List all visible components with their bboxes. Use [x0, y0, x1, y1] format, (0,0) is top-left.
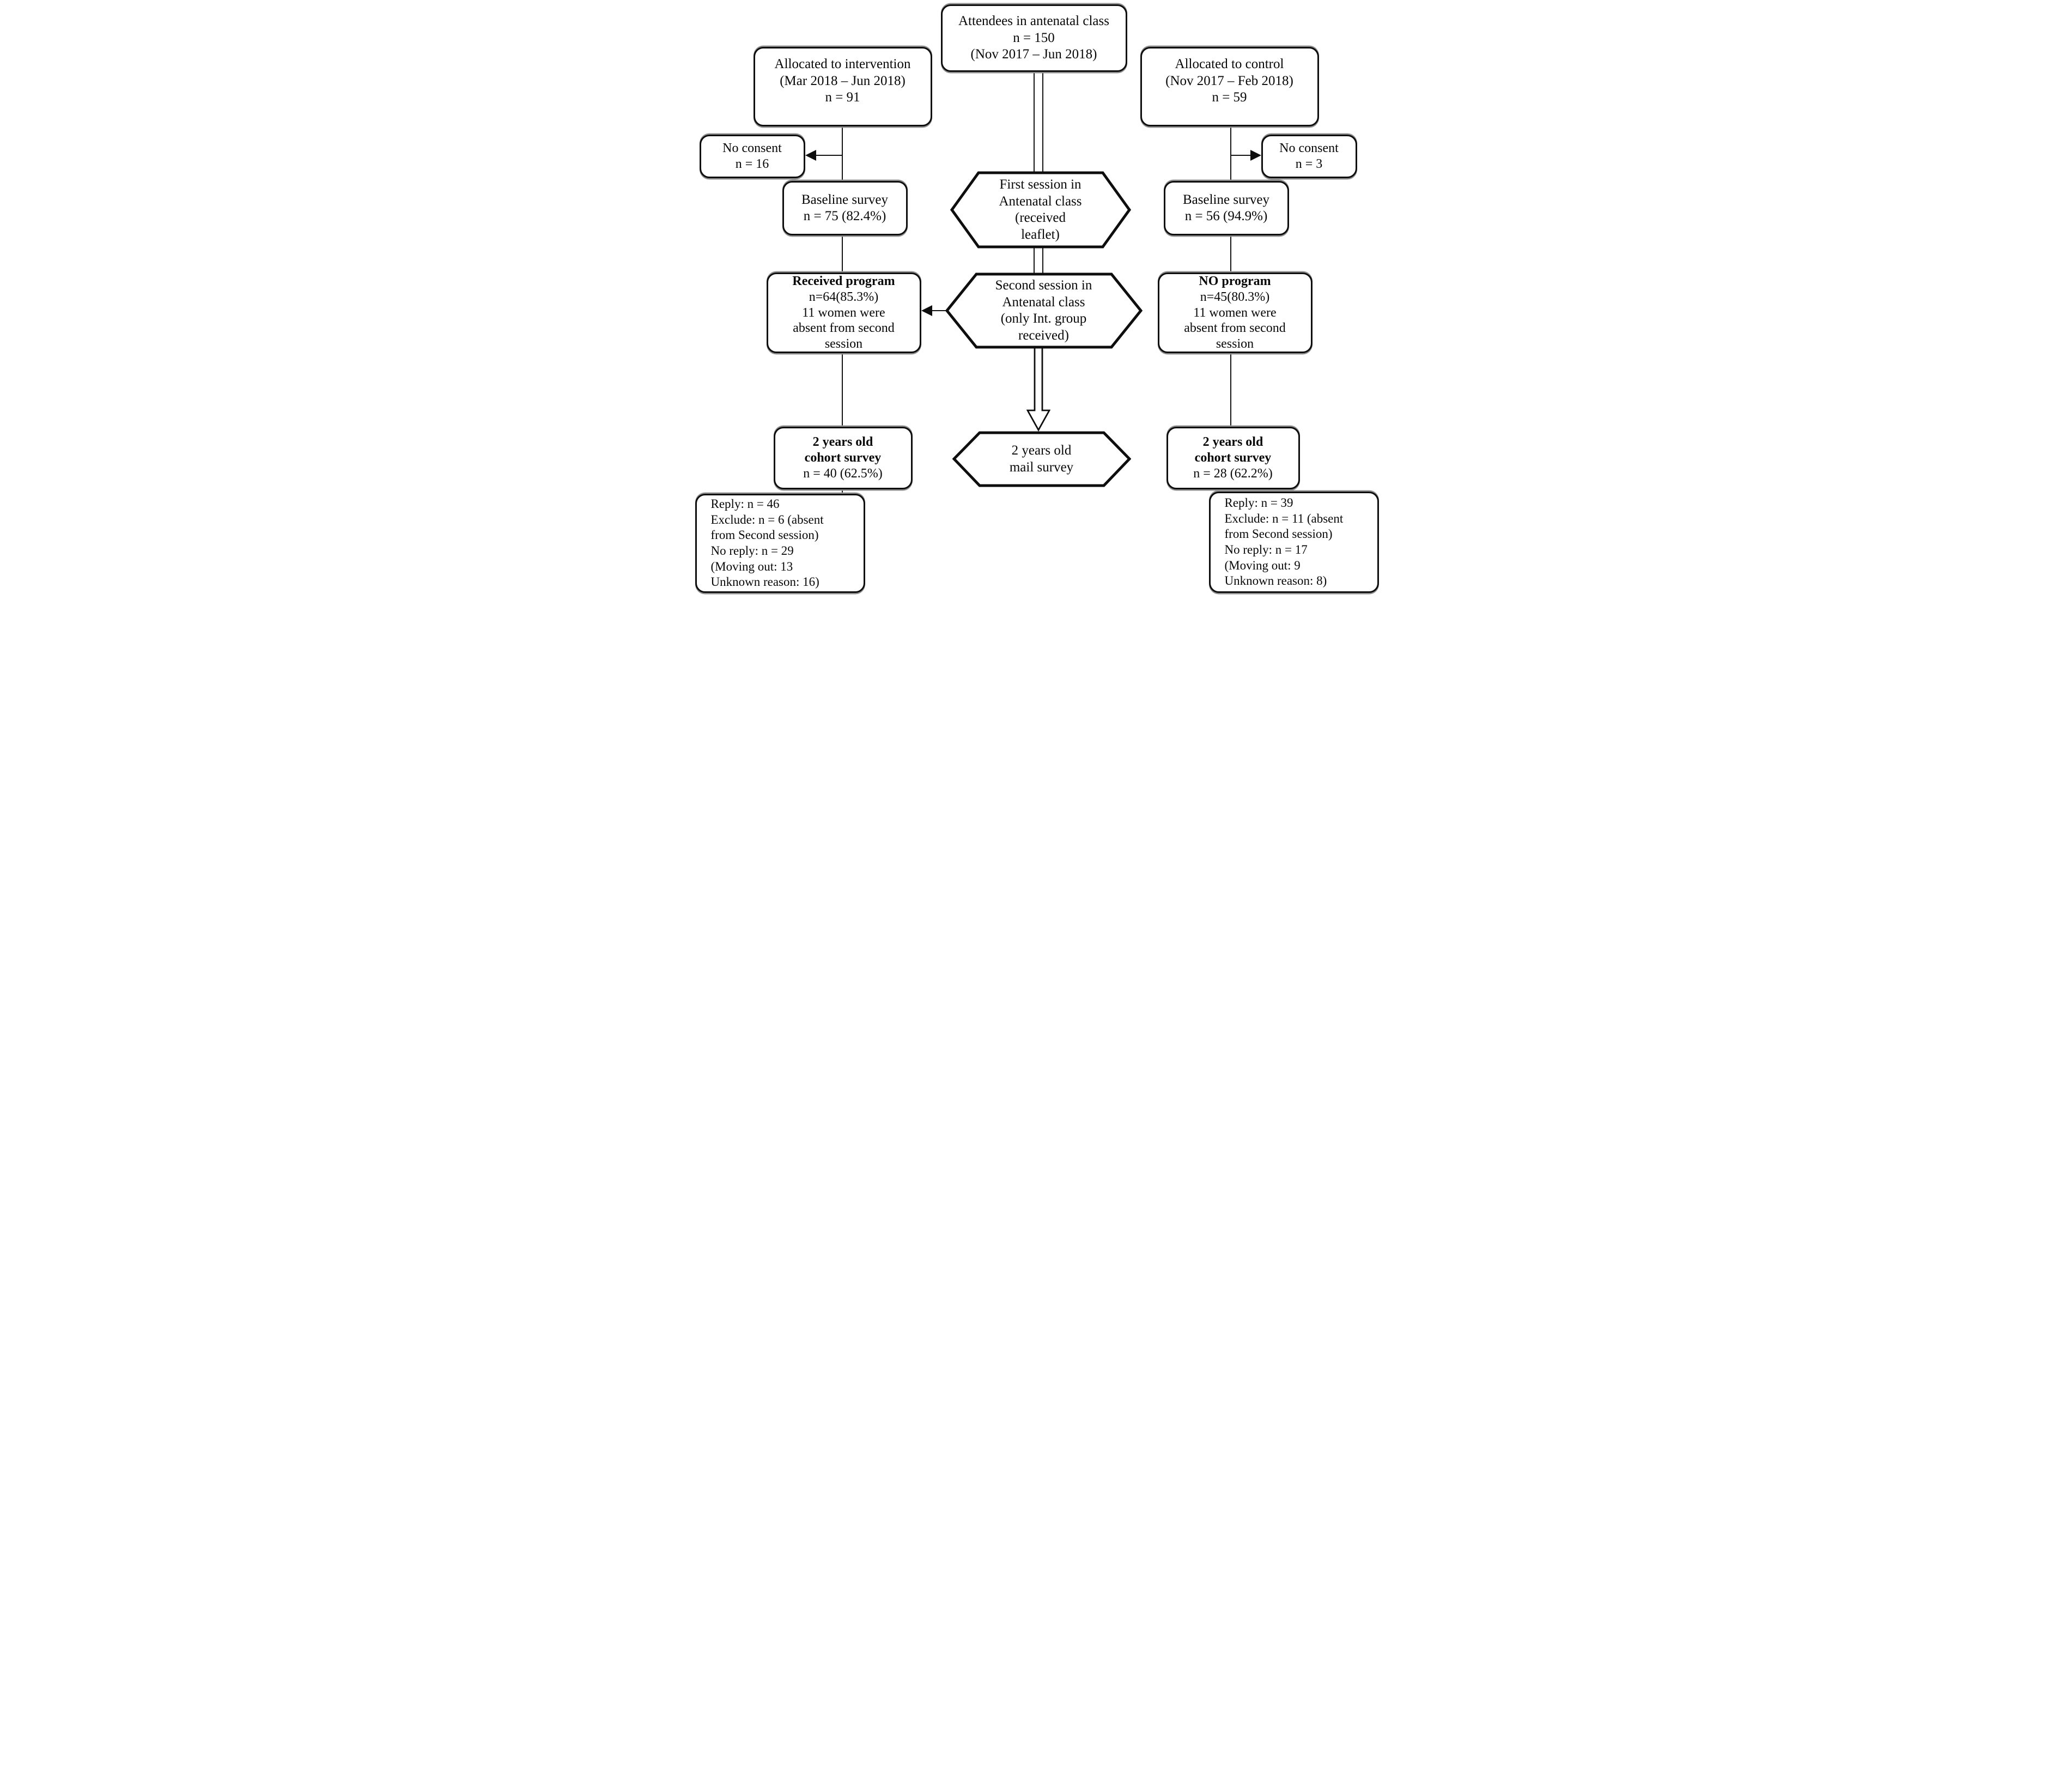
allocated-intervention-box: Allocated to intervention (Mar 2018 – Ju… [753, 47, 932, 126]
connector-intervention-allocated-to-baseline [841, 125, 843, 182]
baseline-intervention-text: Baseline survey n = 75 (82.4%) [801, 192, 888, 224]
connector-intervention-cohort-to-outcome [841, 488, 843, 495]
hexagon-shape [945, 272, 1143, 349]
second-session-to-program-line [931, 310, 946, 311]
baseline-intervention-box: Baseline survey n = 75 (82.4%) [782, 181, 908, 235]
connector-control-allocated-to-baseline [1230, 125, 1231, 182]
connector-first-to-second-session [1033, 246, 1043, 274]
first-session-hexagon: First session in Antenatal class (receiv… [950, 171, 1131, 249]
allocated-intervention-text: Allocated to intervention (Mar 2018 – Ju… [774, 57, 911, 105]
received-program-title: Received program [792, 274, 895, 289]
first-session-text: First session in Antenatal class (receiv… [999, 177, 1082, 242]
allocated-control-box: Allocated to control (Nov 2017 – Feb 201… [1140, 47, 1319, 126]
cohort-intervention-title: 2 years old cohort survey [804, 435, 882, 465]
no-consent-control-box: No consent n = 3 [1261, 135, 1357, 178]
cohort-control-box: 2 years old cohort survey n = 28 (62.2%) [1166, 427, 1300, 489]
cohort-intervention-box: 2 years old cohort survey n = 40 (62.5%) [773, 427, 913, 489]
no-program-detail: n=45(80.3%) 11 women were absent from se… [1184, 289, 1286, 352]
no-consent-intervention-box: No consent n = 16 [699, 135, 805, 178]
no-consent-intervention-text: No consent n = 16 [722, 141, 782, 171]
baseline-control-text: Baseline survey n = 56 (94.9%) [1183, 192, 1269, 224]
no-program-box: NO program n=45(80.3%) 11 women were abs… [1157, 272, 1313, 353]
connector-control-baseline-to-program [1230, 234, 1231, 274]
cohort-control-title: 2 years old cohort survey [1194, 435, 1272, 465]
allocated-control-text: Allocated to control (Nov 2017 – Feb 201… [1165, 57, 1293, 105]
attendees-box: Attendees in antenatal class n = 150 (No… [940, 4, 1127, 72]
arrow-left-icon [805, 150, 816, 161]
outcome-intervention-text: Reply: n = 46 Exclude: n = 6 (absent fro… [710, 497, 824, 589]
big-down-arrow-icon [1026, 348, 1050, 432]
arrow-left-icon [921, 305, 932, 316]
connector-control-cohort-to-outcome [1230, 488, 1231, 494]
received-program-detail: n=64(85.3%) 11 women were absent from se… [793, 289, 895, 352]
no-program-title: NO program [1199, 274, 1271, 289]
cohort-intervention-value: n = 40 (62.5%) [803, 466, 883, 481]
baseline-control-box: Baseline survey n = 56 (94.9%) [1163, 181, 1289, 235]
connector-top-to-first-session [1033, 71, 1043, 173]
outcome-control-text: Reply: n = 39 Exclude: n = 11 (absent fr… [1224, 496, 1344, 588]
second-session-hexagon: Second session in Antenatal class (only … [945, 272, 1143, 349]
mail-survey-text: 2 years old mail survey [1009, 443, 1074, 475]
connector-intervention-program-to-cohort [841, 352, 843, 428]
hexagon-shape [950, 171, 1131, 249]
connector-control-program-to-cohort [1230, 352, 1231, 428]
cohort-control-value: n = 28 (62.2%) [1193, 466, 1273, 481]
participant-flow-diagram: Attendees in antenatal class n = 150 (No… [690, 0, 1382, 599]
control-no-consent-line [1231, 155, 1251, 156]
attendees-text: Attendees in antenatal class n = 150 (No… [958, 14, 1109, 62]
connector-intervention-baseline-to-program [841, 234, 843, 274]
outcome-intervention-box: Reply: n = 46 Exclude: n = 6 (absent fro… [695, 494, 865, 593]
no-consent-control-text: No consent n = 3 [1279, 141, 1339, 171]
outcome-control-box: Reply: n = 39 Exclude: n = 11 (absent fr… [1208, 492, 1379, 593]
intervention-no-consent-line [815, 155, 843, 156]
hexagon-shape [952, 431, 1131, 487]
arrow-right-icon [1250, 150, 1261, 161]
second-session-text: Second session in Antenatal class (only … [995, 278, 1092, 343]
received-program-box: Received program n=64(85.3%) 11 women we… [766, 272, 921, 353]
mail-survey-hexagon: 2 years old mail survey [952, 431, 1131, 487]
